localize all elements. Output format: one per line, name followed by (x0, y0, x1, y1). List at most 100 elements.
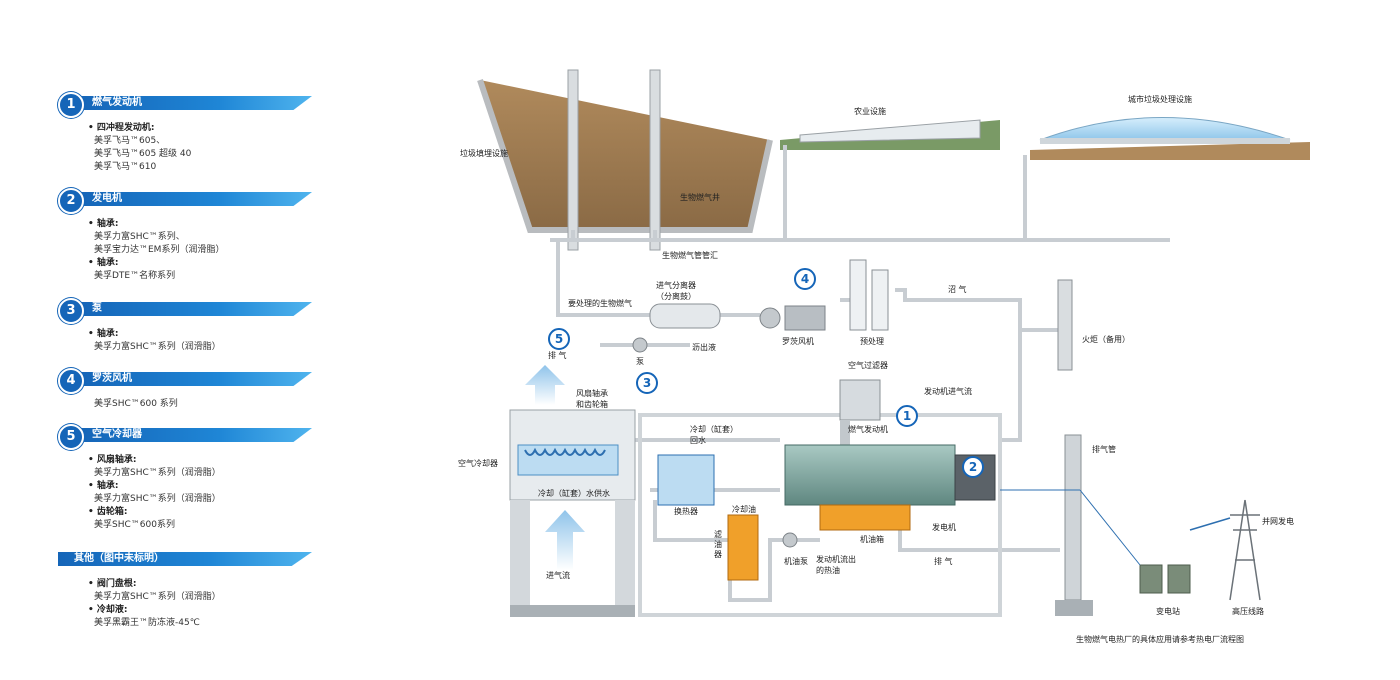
line: 轴承: (88, 218, 318, 231)
line: 美孚SHC™600系列 (94, 520, 175, 530)
line: 齿轮箱: (88, 506, 318, 519)
legend-section-other: 其他（图中未标明） 阀门盘根: 美孚力富SHC™系列（润滑脂） 冷却液: 美孚黑… (58, 548, 318, 630)
exhaust-stack (1055, 434, 1093, 616)
diagram-caption: 生物燃气电热厂的具体应用请参考热电厂流程图 (1076, 635, 1244, 644)
section-lines: 美孚SHC™600 系列 (58, 398, 318, 411)
line: 美孚DTE™名称系列 (94, 271, 176, 281)
label-flare: 火炬（备用） (1082, 335, 1130, 344)
callout-1: 1 (896, 405, 918, 427)
label-hv: 高压线路 (1232, 607, 1264, 616)
callout-3: 3 (636, 372, 658, 394)
biogas-supply-pipe (895, 288, 1022, 442)
header-bar (80, 428, 312, 442)
hv-tower (1189, 499, 1261, 601)
label-air-filter: 空气过滤器 (848, 361, 888, 370)
legend-section-air-cooler: 5 空气冷却器 风扇轴承: 美孚力富SHC™系列（润滑脂） 轴承: 美孚力富SH… (58, 424, 318, 532)
legend-header: 2 发电机 (58, 188, 318, 214)
line: 美孚飞马™605、 (94, 136, 166, 146)
label-oil-pan: 机油箱 (860, 535, 884, 544)
section-number-badge: 5 (58, 424, 84, 450)
oil-pump-unit (782, 532, 798, 548)
label-leachate: 沥出液 (692, 343, 716, 352)
label-gas-engine: 燃气发动机 (848, 425, 888, 434)
label-heat-ex: 换热器 (674, 507, 698, 516)
callout-5: 5 (548, 328, 570, 350)
section-number-badge: 4 (58, 368, 84, 394)
header-bar (58, 552, 312, 566)
well-riser-pipe (571, 230, 657, 240)
intake-separator-drum (649, 303, 721, 329)
label-manifold: 生物燃气管管汇 (662, 251, 718, 260)
label-intake: 发动机进气流 (924, 387, 972, 396)
legend-header: 3 泵 (58, 298, 318, 324)
air-cooler-structure (509, 409, 636, 617)
gas-engine-unit (784, 444, 996, 531)
label-to-process: 要处理的生物燃气 (568, 299, 632, 308)
label-agri: 农业设施 (854, 107, 886, 116)
section-title: 发电机 (92, 193, 122, 204)
label-blower: 罗茨风机 (782, 337, 814, 346)
coolant-loop-pipe (653, 500, 730, 542)
line: 美孚力富SHC™系列、 (94, 232, 185, 242)
section-title: 其他（图中未标明） (74, 553, 164, 564)
line: 轴承: (88, 328, 318, 341)
section-title: 空气冷却器 (92, 429, 142, 440)
label-exhaust-pipe: 排气管 (1092, 445, 1116, 454)
legend-header: 4 罗茨风机 (58, 368, 318, 394)
legend-section-gas-engine: 1 燃气发动机 四冲程发动机: 美孚飞马™605、 美孚飞马™605 超级 40… (58, 92, 318, 174)
label-air-cooler: 空气冷却器 (458, 459, 498, 468)
agricultural-facility (780, 119, 1000, 150)
line: 美孚飞马™605 超级 40 (94, 149, 192, 159)
header-bar (80, 372, 312, 386)
legend-section-pump: 3 泵 轴承: 美孚力富SHC™系列（润滑脂） (58, 298, 318, 354)
building-frame (638, 413, 1002, 617)
legend-header: 5 空气冷却器 (58, 424, 318, 450)
label-cool-supply: 冷却（缸套）水供水 (538, 489, 610, 498)
facility-feed-pipe (783, 145, 1027, 240)
label-biogas: 沼 气 (948, 285, 967, 294)
callout-2: 2 (962, 456, 984, 478)
line: 美孚宝力达™EM系列（润滑脂） (94, 245, 225, 255)
label-grid: 并网发电 (1262, 517, 1294, 526)
legend-section-generator: 2 发电机 轴承: 美孚力富SHC™系列、 美孚宝力达™EM系列（润滑脂） 轴承… (58, 188, 318, 283)
label-oil-filter: 滤 油 器 (714, 530, 722, 559)
label-fan: 风扇轴承 和齿轮箱 (576, 389, 608, 409)
label-pump: 泵 (636, 357, 644, 366)
flare-stack (1057, 279, 1073, 371)
line: 四冲程发动机: (88, 122, 318, 135)
substation (1000, 489, 1191, 594)
line: 美孚力富SHC™系列（润滑脂） (94, 592, 221, 602)
section-lines: 四冲程发动机: 美孚飞马™605、 美孚飞马™605 超级 40 美孚飞马™61… (58, 122, 318, 174)
oil-pan (819, 504, 911, 531)
line: 轴承: (88, 480, 318, 493)
section-lines: 轴承: 美孚力富SHC™系列、 美孚宝力达™EM系列（润滑脂） 轴承: 美孚DT… (58, 218, 318, 283)
pump-unit (632, 337, 648, 353)
section-number-badge: 1 (58, 92, 84, 118)
header-bar (80, 302, 312, 316)
section-title: 燃气发动机 (92, 97, 142, 108)
section-title: 泵 (92, 303, 102, 314)
section-lines: 轴承: 美孚力富SHC™系列（润滑脂） (58, 328, 318, 354)
label-well: 生物燃气井 (680, 193, 720, 202)
pretreatment-unit (849, 259, 889, 331)
air-filter-unit (839, 379, 881, 460)
label-cool-return: 冷却（缸套） 回水 (690, 425, 738, 445)
label-exhaust-top: 排 气 (548, 351, 567, 360)
oil-filter-unit (727, 514, 759, 581)
header-bar (80, 192, 312, 206)
line: 美孚力富SHC™系列（润滑脂） (94, 342, 221, 352)
intake-air-arrow (545, 510, 585, 570)
roots-blower (759, 305, 826, 331)
line: 美孚飞马™610 (94, 162, 157, 172)
legend-header: 其他（图中未标明） (58, 548, 318, 570)
label-exhaust-bottom: 排 气 (934, 557, 953, 566)
diagram-canvas (477, 69, 1310, 617)
landfill-site (477, 69, 773, 251)
exhaust-pipe (898, 510, 1060, 552)
label-oil-pump: 机油泵 (784, 557, 808, 566)
label-landfill: 垃圾填埋设施 (460, 149, 508, 158)
exhaust-up-arrow (525, 365, 565, 405)
line: 美孚SHC™600 系列 (94, 399, 178, 409)
legend-section-roots-blower: 4 罗茨风机 美孚SHC™600 系列 (58, 368, 318, 411)
label-cool-oil: 冷却油 (732, 505, 756, 514)
